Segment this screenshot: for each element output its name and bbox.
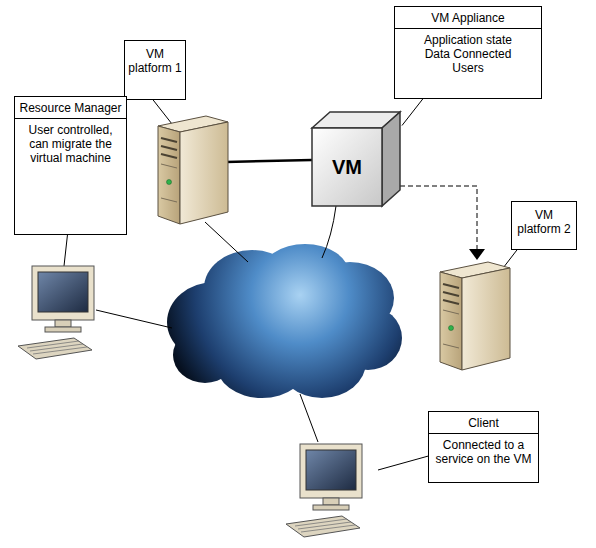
client-callout: ClientConnected to a service on the VM bbox=[428, 411, 539, 483]
leader-line bbox=[378, 455, 432, 470]
desktop-computer bbox=[18, 266, 94, 359]
manager-callout: Resource ManagerUser controlled, can mig… bbox=[14, 96, 127, 235]
link-line bbox=[205, 222, 248, 262]
callout-text: VM platform 1 bbox=[125, 41, 185, 79]
server-tower bbox=[158, 116, 228, 224]
callout-heading: Client bbox=[429, 412, 538, 434]
callout-text: Application state Data Connected Users bbox=[408, 29, 528, 79]
callout-heading: Resource Manager bbox=[15, 97, 126, 119]
link-line bbox=[226, 160, 312, 162]
callout-text: User controlled, can migrate the virtual… bbox=[15, 119, 126, 169]
migration-arrow bbox=[400, 186, 477, 250]
platform-callout: VM platform 2 bbox=[511, 201, 577, 250]
link-line bbox=[96, 310, 172, 328]
platform-callout: VM platform 1 bbox=[124, 40, 186, 100]
vm-cube: VM bbox=[310, 110, 402, 208]
vm-label: VM bbox=[312, 128, 382, 206]
appliance-callout: VM ApplianceApplication state Data Conne… bbox=[394, 6, 542, 99]
callout-text: VM platform 2 bbox=[512, 202, 576, 240]
callout-text: Connected to a service on the VM bbox=[429, 434, 538, 470]
desktop-computer bbox=[286, 444, 362, 537]
link-line bbox=[300, 394, 318, 442]
arrow-head bbox=[469, 249, 485, 260]
link-line bbox=[322, 206, 336, 258]
leader-line bbox=[150, 96, 172, 124]
server-tower bbox=[440, 262, 510, 370]
network-cloud bbox=[167, 244, 402, 398]
leader-line bbox=[64, 230, 68, 266]
callout-heading: VM Appliance bbox=[395, 7, 541, 29]
leader-line bbox=[402, 99, 423, 126]
